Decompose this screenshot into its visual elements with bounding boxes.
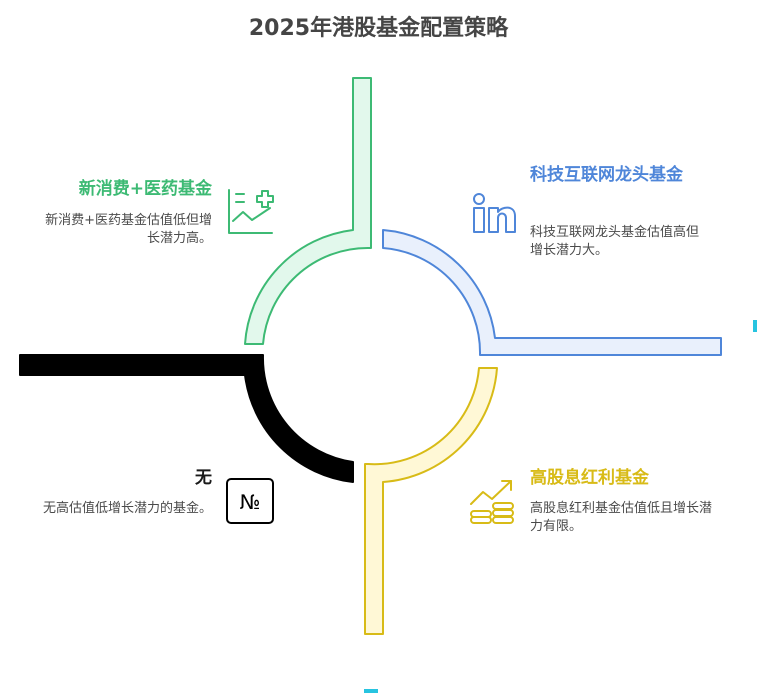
numero-sign-icon: № bbox=[226, 478, 274, 524]
quadrant-description-new-consumer-medical: 新消费+医药基金估值低但增长潜力高。 bbox=[45, 213, 212, 246]
black-segment bbox=[19, 354, 354, 483]
quadrant-description-tech-internet: 科技互联网龙头基金估值高但增长潜力大。 bbox=[530, 225, 700, 258]
linkedin-icon bbox=[473, 193, 516, 233]
chart-medical-icon bbox=[228, 189, 274, 234]
yellow-segment bbox=[364, 367, 498, 635]
quadrant-description-high-dividend: 高股息红利基金估值低且增长潜力有限。 bbox=[530, 501, 713, 534]
green-segment bbox=[244, 77, 372, 345]
page-title: 2025年港股基金配置策略 bbox=[248, 16, 509, 41]
edge-marker-bottom bbox=[364, 689, 378, 693]
quadrant-description-none: 无高估值低增长潜力的基金。 bbox=[42, 501, 212, 516]
growth-coins-icon bbox=[470, 480, 514, 524]
edge-marker-right bbox=[753, 320, 757, 332]
quadrant-title-none: 无 bbox=[195, 468, 212, 488]
blue-segment bbox=[382, 229, 722, 356]
svg-text:№: № bbox=[240, 490, 261, 514]
quadrant-title-new-consumer-medical: 新消费+医药基金 bbox=[78, 179, 212, 199]
quadrant-title-tech-internet: 科技互联网龙头基金 bbox=[530, 165, 683, 185]
quadrant-title-high-dividend: 高股息红利基金 bbox=[530, 468, 649, 488]
